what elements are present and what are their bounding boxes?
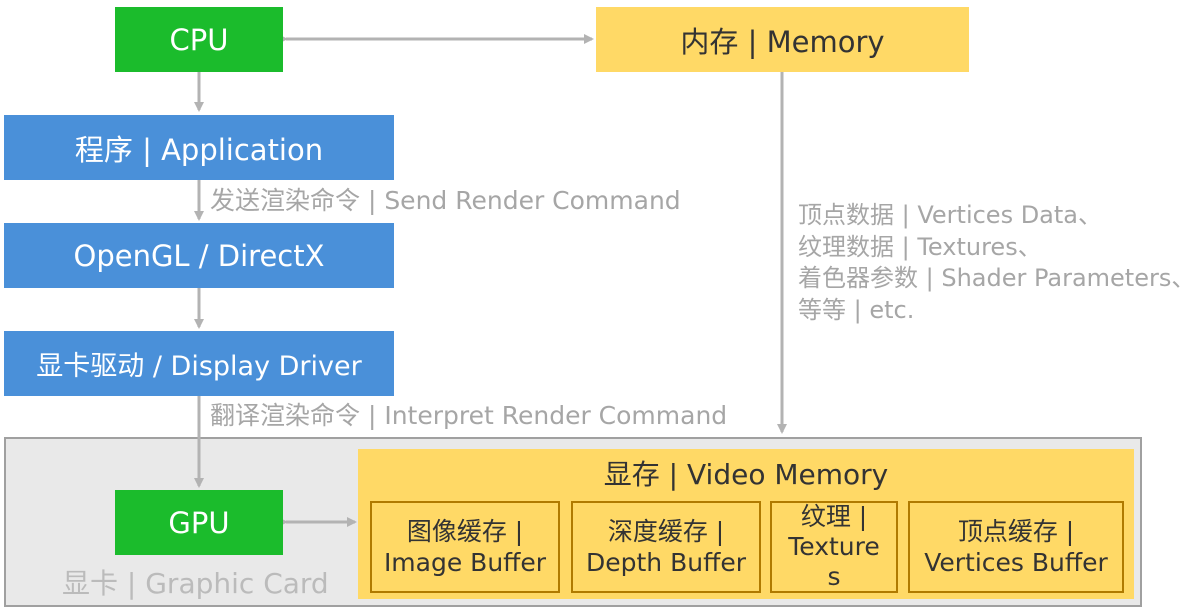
cpu-label: CPU [169,22,229,57]
texture-buffer-line3: s [827,562,841,591]
depth-buffer-box: 深度缓存 | Depth Buffer [571,501,761,593]
texture-buffer-line2: Texture [788,532,880,561]
memory-data-line-1: 顶点数据 | Vertices Data、 [798,201,1103,229]
video-memory-title: 显存 | Video Memory [603,458,889,491]
gpu-node: GPU [115,490,283,555]
memory-node: 内存 | Memory [596,7,969,72]
send-render-command-label: 发送渲染命令 | Send Render Command [210,186,681,215]
opengl-directx-label: OpenGL / DirectX [73,238,325,273]
memory-data-label: 顶点数据 | Vertices Data、 纹理数据 | Textures、 着… [798,200,1195,326]
vertices-buffer-line2: Vertices Buffer [924,548,1108,577]
image-buffer-line1: 图像缓存 | [406,517,524,546]
graphic-card-label: 显卡 | Graphic Card [62,567,329,600]
application-node: 程序 | Application [4,115,394,180]
image-buffer-box: 图像缓存 | Image Buffer [370,501,560,593]
vertices-buffer-line1: 顶点缓存 | [957,517,1075,546]
memory-label: 内存 | Memory [680,24,885,59]
memory-data-line-3: 着色器参数 | Shader Parameters、 [798,264,1196,292]
depth-buffer-line1: 深度缓存 | [607,517,725,546]
cpu-node: CPU [115,7,283,72]
memory-data-line-4: 等等 | etc. [798,295,915,324]
image-buffer-line2: Image Buffer [383,548,547,577]
texture-buffer-line1: 纹理 | [800,502,868,531]
gpu-label: GPU [168,505,230,540]
display-driver-label: 显卡驱动 / Display Driver [36,351,362,382]
interpret-render-command-label: 翻译渲染命令 | Interpret Render Command [210,401,728,430]
opengl-directx-node: OpenGL / DirectX [4,223,394,288]
depth-buffer-line2: Depth Buffer [586,548,746,577]
application-label: 程序 | Application [74,132,324,167]
vertices-buffer-box: 顶点缓存 | Vertices Buffer [908,501,1124,593]
texture-buffer-box: 纹理 | Texture s [770,501,898,593]
display-driver-node: 显卡驱动 / Display Driver [4,331,394,396]
memory-data-line-2: 纹理数据 | Textures、 [798,232,1042,261]
